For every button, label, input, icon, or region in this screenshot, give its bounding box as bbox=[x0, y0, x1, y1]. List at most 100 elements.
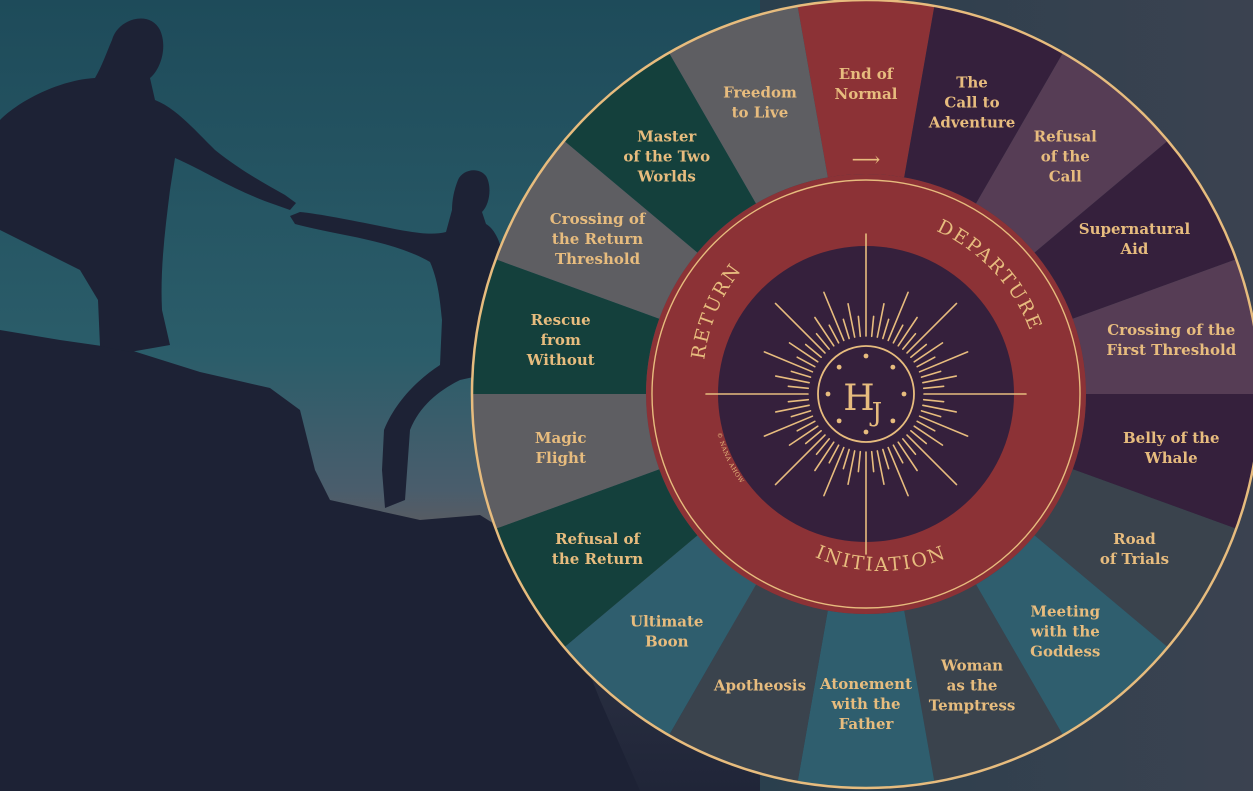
sun-ray bbox=[897, 441, 918, 472]
stage-segment-apotheosis bbox=[669, 584, 828, 783]
sun-ray bbox=[882, 448, 890, 470]
sun-ray bbox=[913, 425, 944, 446]
sun-ray bbox=[796, 420, 816, 432]
stage-segment-refusal-of-the-return bbox=[495, 469, 698, 648]
sun-ray bbox=[916, 420, 936, 432]
monogram-dot bbox=[836, 418, 842, 424]
sun-ray bbox=[920, 410, 942, 418]
sun-ray bbox=[788, 342, 819, 363]
sun-ray bbox=[788, 425, 819, 446]
sun-ray bbox=[787, 398, 810, 403]
sun-ray bbox=[892, 444, 904, 464]
stage-segment-woman-as-the-temptress bbox=[904, 584, 1063, 783]
sun-ray bbox=[918, 415, 969, 437]
sun-ray bbox=[774, 434, 826, 486]
sun-ray bbox=[842, 448, 850, 470]
sun-ray bbox=[918, 351, 969, 373]
sun-ray bbox=[847, 302, 856, 338]
sun-ray bbox=[922, 404, 958, 413]
sun-ray bbox=[814, 316, 835, 347]
stage-segments bbox=[472, 0, 1253, 789]
monogram-letter-h: H bbox=[843, 378, 874, 419]
sun-ray bbox=[901, 332, 917, 350]
stage-segment-rescue-from-without bbox=[472, 259, 660, 394]
sun-ray bbox=[763, 415, 814, 437]
stage-segment-road-of-trials bbox=[1034, 469, 1237, 648]
sun-ray bbox=[906, 434, 958, 486]
sun-ray bbox=[815, 332, 831, 350]
sun-ray bbox=[774, 302, 826, 354]
sun-ray bbox=[790, 410, 812, 418]
monogram-letter-j: J bbox=[869, 398, 882, 428]
stage-segment-freedom-to-live bbox=[669, 5, 828, 204]
sun-ray bbox=[901, 438, 917, 456]
stage-label-apotheosis: Apotheosis bbox=[713, 676, 806, 694]
sun-ray bbox=[887, 291, 909, 342]
sun-ray bbox=[842, 318, 850, 340]
monogram-badge bbox=[817, 345, 915, 443]
stage-segment-supernatural-aid bbox=[1034, 140, 1237, 319]
sun-ray bbox=[814, 441, 835, 472]
sun-ray bbox=[763, 351, 814, 373]
monogram-dot bbox=[825, 391, 831, 397]
stage-segment-crossing-of-the-return-threshold bbox=[495, 140, 698, 319]
sun-ray bbox=[828, 324, 840, 344]
sun-ray bbox=[922, 385, 945, 390]
sun-ray bbox=[876, 450, 885, 486]
sun-ray bbox=[916, 356, 936, 368]
stage-segment-crossing-of-the-first-threshold bbox=[1072, 259, 1253, 394]
monogram-dot bbox=[836, 364, 842, 370]
sun-ray bbox=[790, 370, 812, 378]
sun-ray bbox=[876, 302, 885, 338]
phase-ring-border bbox=[651, 179, 1081, 609]
right-person-silhouette bbox=[290, 170, 507, 508]
sun-ray bbox=[906, 302, 958, 354]
stage-segment-atonement-with-the-father bbox=[797, 610, 935, 789]
stage-segment-end-of-normal bbox=[797, 0, 935, 178]
monogram-dot bbox=[863, 353, 869, 359]
sun-ray bbox=[920, 370, 942, 378]
sun-ray bbox=[922, 375, 958, 384]
sun-ray bbox=[870, 450, 875, 473]
sun-ray bbox=[910, 429, 928, 445]
sun-ray bbox=[897, 316, 918, 347]
stage-segment-belly-of-the-whale bbox=[1072, 394, 1253, 529]
sun-ray bbox=[804, 429, 822, 445]
direction-arrow-icon: ⟶ bbox=[852, 147, 881, 171]
sun-ray bbox=[882, 318, 890, 340]
sun-ray bbox=[796, 356, 816, 368]
monogram-dot bbox=[890, 418, 896, 424]
monogram-dot bbox=[863, 429, 869, 435]
sunburst-icon bbox=[705, 233, 1027, 555]
monogram-dots bbox=[825, 353, 907, 435]
sun-ray bbox=[913, 342, 944, 363]
monogram-dot bbox=[890, 364, 896, 370]
sun-ray bbox=[857, 315, 862, 338]
stage-segment-refusal-of-the-call bbox=[976, 52, 1168, 253]
sun-ray bbox=[910, 343, 928, 359]
sun-ray bbox=[892, 324, 904, 344]
sun-ray bbox=[787, 385, 810, 390]
stage-segment-meeting-with-the-goddess bbox=[976, 535, 1168, 736]
sun-ray bbox=[870, 315, 875, 338]
stage-segment-the-call-to-adventure bbox=[904, 5, 1063, 204]
sun-ray bbox=[823, 446, 845, 497]
monogram-dot bbox=[901, 391, 907, 397]
stage-segment-ultimate-boon bbox=[564, 535, 756, 736]
